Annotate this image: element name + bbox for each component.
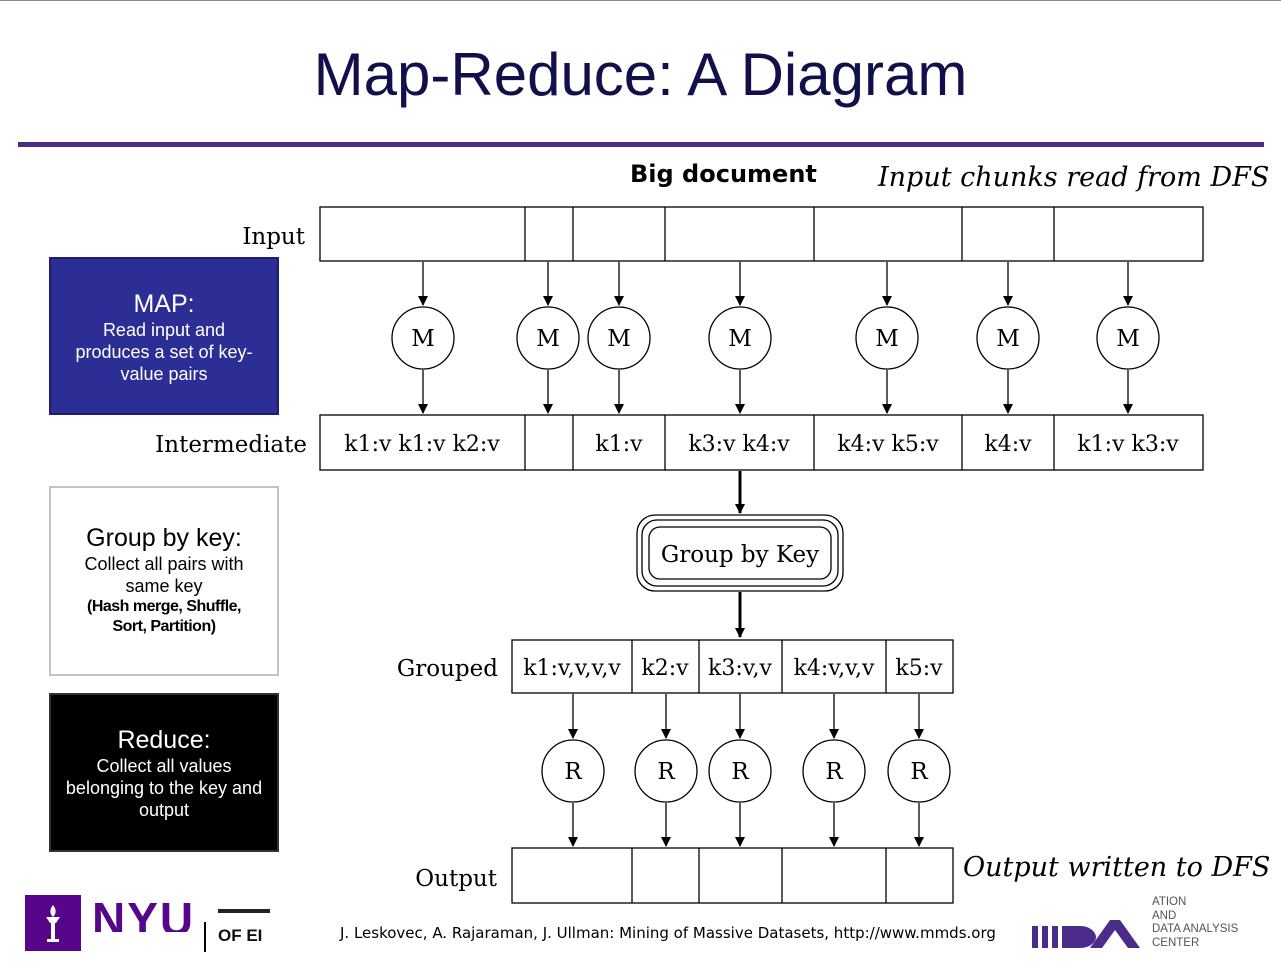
map-node: M — [855, 262, 919, 414]
big-document-label: Big document — [630, 160, 817, 188]
reduce-node: R — [634, 694, 698, 847]
input-note: Input chunks read from DFS — [878, 162, 1270, 193]
map-node: M — [708, 262, 772, 414]
title-divider — [18, 142, 1264, 147]
map-node-label: M — [411, 326, 435, 352]
intermediate-cell: k1:v k3:v — [1077, 432, 1179, 457]
map-node-label: M — [875, 326, 899, 352]
map-heading: MAP: — [133, 290, 195, 318]
reduce-explanation-box: Reduce: Collect all values belonging to … — [49, 693, 279, 852]
torch-icon — [25, 895, 81, 951]
map-node-label: M — [996, 326, 1020, 352]
reduce-node-label: R — [910, 759, 928, 785]
reduce-node-label: R — [564, 759, 582, 785]
grouped-row-label: Grouped — [397, 656, 498, 682]
group-by-key-label: Group by Key — [661, 542, 819, 568]
map-explanation-box: MAP: Read input and produces a set of ke… — [49, 257, 279, 415]
map-node-label: M — [607, 326, 631, 352]
map-node-label: M — [728, 326, 752, 352]
grouped-cell: k2:v — [641, 656, 689, 681]
nyu-sub-top-fragment — [218, 906, 270, 916]
map-node-label: M — [1116, 326, 1140, 352]
reduce-body: Collect all values belonging to the key … — [65, 756, 263, 820]
intermediate-cell: k3:v k4:v — [688, 432, 790, 457]
intermediate-row-label: Intermediate — [155, 432, 307, 458]
intermediate-row: k1:v k1:v k2:v k1:v k3:v k4:v k4:v k5:v … — [319, 414, 1204, 471]
group-heading: Group by key: — [86, 524, 242, 552]
cdsa-wordmark: ATION AND DATA ANALYSIS CENTER — [1152, 896, 1239, 949]
reduce-node: R — [541, 694, 605, 847]
reduce-node-label: R — [657, 759, 675, 785]
group-body: Collect all pairs with same key — [84, 554, 244, 596]
reduce-heading: Reduce: — [117, 726, 211, 754]
reduce-node: R — [802, 694, 866, 847]
input-row-label: Input — [242, 224, 305, 250]
reduce-node: R — [708, 694, 772, 847]
map-node: M — [391, 262, 455, 414]
reduce-nodes: R R R R R — [541, 694, 951, 847]
input-row — [319, 206, 1204, 262]
citation-footer: J. Leskovec, A. Rajaraman, J. Ullman: Mi… — [340, 924, 996, 942]
intermediate-cell: k4:v — [984, 432, 1032, 457]
intermediate-cell: k1:v — [595, 432, 643, 457]
map-nodes: M M M M M M — [391, 262, 1160, 414]
page-title: Map-Reduce: A Diagram — [313, 41, 968, 108]
group-explanation-box: Group by key: Collect all pairs with sam… — [49, 486, 279, 676]
grouped-row: k1:v,v,v,v k2:v k3:v,v k4:v,v,v k5:v — [511, 639, 954, 694]
output-row — [511, 847, 954, 904]
map-node: M — [587, 262, 651, 414]
nyu-wordmark: NYU — [92, 896, 196, 932]
nyu-subtitle: OF EI — [218, 926, 263, 945]
intermediate-cell: k4:v k5:v — [837, 432, 939, 457]
map-node: M — [516, 262, 580, 414]
cdsa-logo-icon — [1032, 920, 1147, 948]
map-node-label: M — [536, 326, 560, 352]
nyu-divider — [204, 922, 206, 952]
reduce-node-label: R — [825, 759, 843, 785]
map-node: M — [1096, 262, 1160, 414]
grouped-cell: k4:v,v,v — [794, 656, 875, 681]
group-by-key-node: Group by Key — [636, 514, 844, 592]
grouped-cell: k3:v,v — [708, 656, 773, 681]
group-detail: (Hash merge, Shuffle, Sort, Partition) — [87, 598, 241, 635]
map-node: M — [976, 262, 1040, 414]
reduce-node: R — [887, 694, 951, 847]
output-row-label: Output — [415, 866, 497, 892]
grouped-cell: k5:v — [895, 656, 943, 681]
intermediate-cell: k1:v k1:v k2:v — [344, 432, 500, 457]
reduce-node-label: R — [731, 759, 749, 785]
cdsa-text-block: ATION AND DATA ANALYSIS CENTER — [1150, 894, 1281, 950]
map-body: Read input and produces a set of key-val… — [75, 320, 253, 384]
output-note: Output written to DFS — [963, 852, 1271, 883]
top-border — [0, 0, 1281, 1]
grouped-cell: k1:v,v,v,v — [523, 656, 621, 681]
